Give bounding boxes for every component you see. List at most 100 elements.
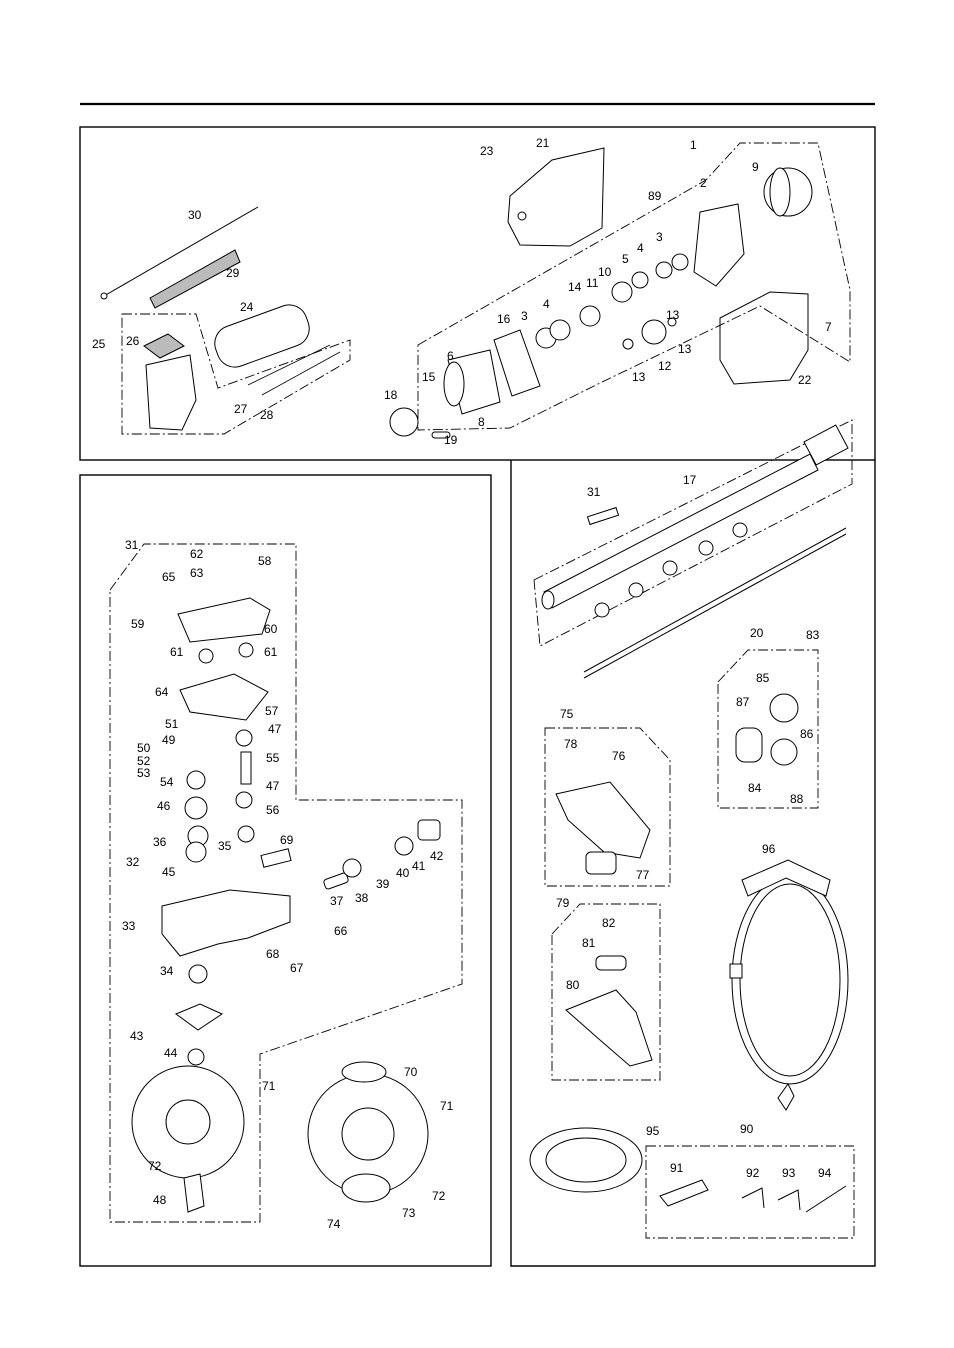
callout-41: 41 xyxy=(412,859,426,873)
callout-72b: 72 xyxy=(432,1189,446,1203)
group-drive-shaft-tube xyxy=(533,419,853,679)
callout-21: 21 xyxy=(536,136,550,150)
callout-77: 77 xyxy=(636,868,650,882)
callout-35: 35 xyxy=(218,839,232,853)
callout-3b: 3 xyxy=(521,309,528,323)
callout-39: 39 xyxy=(376,877,390,891)
callout-16: 16 xyxy=(497,312,511,326)
group-engine-cover xyxy=(507,147,813,385)
callout-82: 82 xyxy=(602,916,616,930)
callout-49: 49 xyxy=(162,733,176,747)
group-throttle-grip xyxy=(100,206,351,435)
callout-83: 83 xyxy=(806,628,820,642)
callout-61a: 61 xyxy=(170,645,184,659)
callout-57: 57 xyxy=(265,704,279,718)
callout-36: 36 xyxy=(153,835,167,849)
callout-32: 32 xyxy=(126,855,140,869)
callout-25: 25 xyxy=(92,337,106,351)
callout-55: 55 xyxy=(266,751,280,765)
callout-14: 14 xyxy=(568,280,582,294)
callout-76: 76 xyxy=(612,749,626,763)
callout-44: 44 xyxy=(164,1046,178,1060)
callout-20: 20 xyxy=(750,626,764,640)
callout-96: 96 xyxy=(762,842,776,856)
callout-58: 58 xyxy=(258,554,272,568)
callout-34: 34 xyxy=(160,964,174,978)
callout-38: 38 xyxy=(355,891,369,905)
panel-top-engine-shaft xyxy=(79,126,876,461)
callout-86: 86 xyxy=(800,727,814,741)
group-saw-blades xyxy=(131,1061,429,1213)
callout-7: 7 xyxy=(825,320,832,334)
callout-50: 50 xyxy=(137,741,151,755)
callout-67: 67 xyxy=(290,961,304,975)
callout-70: 70 xyxy=(404,1065,418,1079)
callout-71a: 71 xyxy=(262,1079,276,1093)
callout-3a: 3 xyxy=(656,230,663,244)
callout-9: 9 xyxy=(752,160,759,174)
callout-54: 54 xyxy=(160,775,174,789)
panel-gear-case-blades xyxy=(79,474,492,1267)
callout-89: 89 xyxy=(648,189,662,203)
callout-numbers: 1233445678910111213131314151617181920212… xyxy=(92,136,832,1231)
callout-29: 29 xyxy=(226,266,240,280)
callout-71b: 71 xyxy=(440,1099,454,1113)
callout-47a: 47 xyxy=(268,722,282,736)
callout-26: 26 xyxy=(126,334,140,348)
callout-12: 12 xyxy=(658,359,672,373)
callout-84: 84 xyxy=(748,781,762,795)
callout-4b: 4 xyxy=(543,297,550,311)
callout-17: 17 xyxy=(683,473,697,487)
callout-63: 63 xyxy=(190,566,204,580)
callout-18: 18 xyxy=(384,388,398,402)
callout-65: 65 xyxy=(162,570,176,584)
callout-31a: 31 xyxy=(125,538,139,552)
callout-95: 95 xyxy=(646,1124,660,1138)
callout-92: 92 xyxy=(746,1166,760,1180)
callout-11: 11 xyxy=(586,276,599,290)
callout-87: 87 xyxy=(736,695,750,709)
callout-66: 66 xyxy=(334,924,348,938)
group-tool-kit xyxy=(529,1127,855,1239)
callout-13c: 13 xyxy=(666,308,680,322)
callout-56: 56 xyxy=(266,803,280,817)
callout-48: 48 xyxy=(153,1193,167,1207)
callout-78: 78 xyxy=(564,737,578,751)
callout-68: 68 xyxy=(266,947,280,961)
callout-2: 2 xyxy=(700,176,707,190)
callout-28: 28 xyxy=(260,408,274,422)
callout-24: 24 xyxy=(240,300,254,314)
group-guard-75 xyxy=(544,727,671,887)
callout-85: 85 xyxy=(756,671,770,685)
callout-69: 69 xyxy=(280,833,294,847)
callout-45: 45 xyxy=(162,865,176,879)
callout-33: 33 xyxy=(122,919,136,933)
callout-37: 37 xyxy=(330,894,344,908)
group-gear-case-assy xyxy=(109,543,463,1223)
callout-52: 52 xyxy=(137,754,151,768)
callout-46: 46 xyxy=(157,799,171,813)
callout-72a: 72 xyxy=(148,1159,162,1173)
callout-81: 81 xyxy=(582,936,596,950)
callout-74: 74 xyxy=(327,1217,341,1231)
callout-91: 91 xyxy=(670,1161,684,1175)
callout-79: 79 xyxy=(556,896,570,910)
callout-30: 30 xyxy=(188,208,202,222)
callout-62: 62 xyxy=(190,547,204,561)
callout-5: 5 xyxy=(622,252,629,266)
callout-73: 73 xyxy=(402,1206,416,1220)
callout-51: 51 xyxy=(165,717,179,731)
callout-22: 22 xyxy=(798,373,812,387)
callout-88: 88 xyxy=(790,792,804,806)
callout-75: 75 xyxy=(560,707,574,721)
callout-19: 19 xyxy=(444,433,458,447)
callout-27: 27 xyxy=(234,402,248,416)
callout-8: 8 xyxy=(478,415,485,429)
callout-93: 93 xyxy=(782,1166,796,1180)
callout-53: 53 xyxy=(137,766,151,780)
group-shoulder-strap xyxy=(729,859,849,1111)
callout-47b: 47 xyxy=(266,779,280,793)
panel-right-accessories xyxy=(510,460,876,1267)
callout-13b: 13 xyxy=(632,370,646,384)
